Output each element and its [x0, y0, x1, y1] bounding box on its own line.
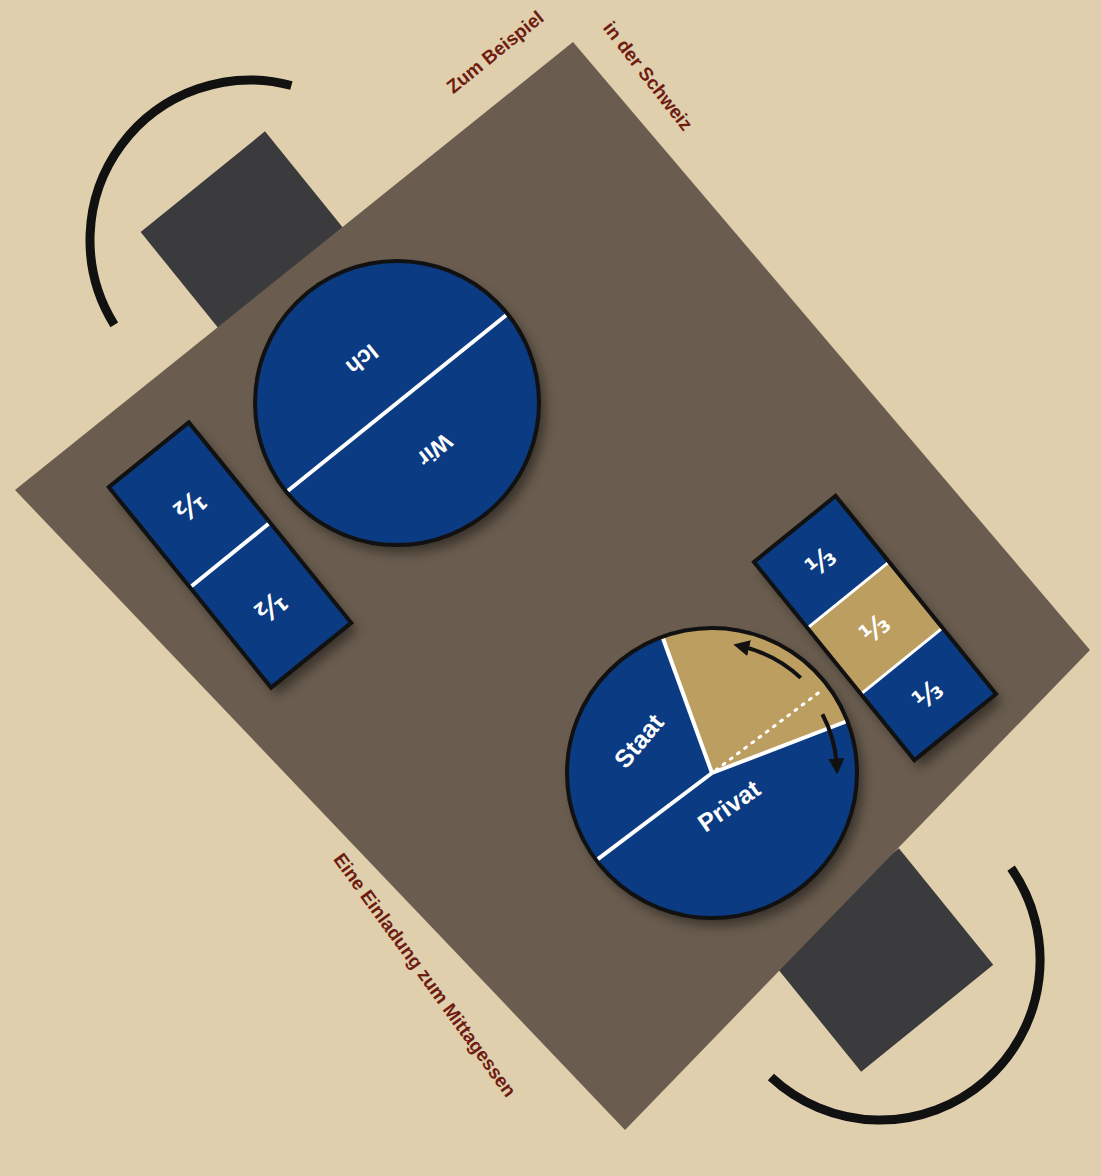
pie-slice: Privat — [567, 628, 857, 918]
tray-outline — [754, 496, 996, 760]
pie-slice-shape — [567, 628, 857, 918]
plate-outline — [567, 628, 857, 918]
shift-arrow — [822, 714, 836, 766]
pie-divider — [596, 773, 712, 860]
tray-divider — [809, 563, 888, 627]
dotted-divider — [716, 692, 820, 770]
plate-half-fill — [286, 314, 596, 603]
tray-outline — [109, 422, 351, 687]
tray-divider — [862, 629, 941, 693]
chair-back — [90, 80, 291, 325]
pie-divider — [662, 637, 712, 773]
plate-outline — [255, 261, 539, 545]
pie-divider — [712, 721, 847, 773]
table-top — [15, 42, 1090, 1130]
tray-section-fill — [861, 628, 996, 760]
plate-divider — [286, 314, 507, 492]
tray-divider — [191, 524, 269, 587]
tray-section-fill — [190, 523, 351, 688]
pie-slice-fill — [597, 721, 856, 917]
shift-arrow — [741, 646, 801, 678]
